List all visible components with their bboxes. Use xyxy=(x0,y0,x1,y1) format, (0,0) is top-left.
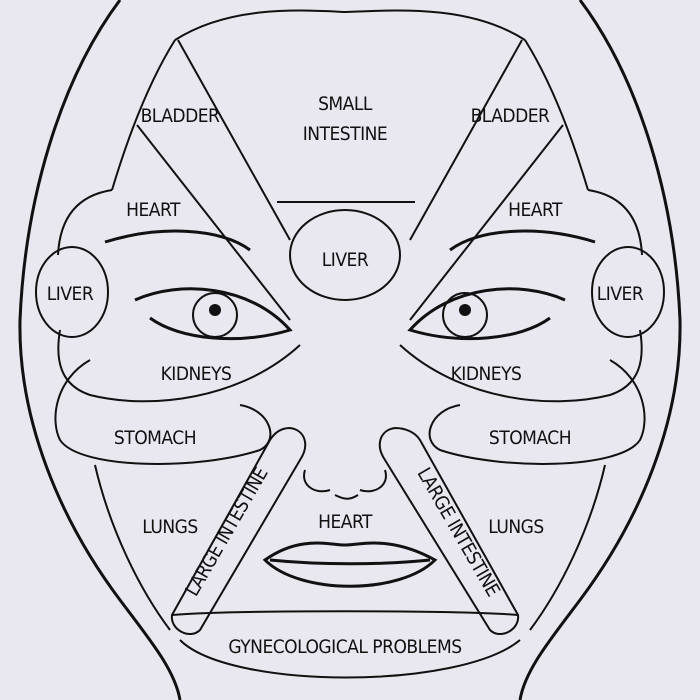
label-bladder-left: BLADDER xyxy=(141,105,220,127)
liver-right-region xyxy=(591,246,665,338)
face-outline xyxy=(18,0,682,700)
liver-center-region xyxy=(289,209,401,301)
label-liver-left: LIVER xyxy=(47,283,94,305)
label-lungs-right: LUNGS xyxy=(488,516,543,538)
label-liver-center: LIVER xyxy=(322,249,369,271)
heart-left-region xyxy=(57,189,301,403)
lungs-left-region xyxy=(94,464,171,631)
stomach-left-region xyxy=(54,359,272,465)
divider xyxy=(177,39,291,241)
label-gynecological: GYNECOLOGICAL PROBLEMS xyxy=(228,636,461,658)
large-intestine-left-band xyxy=(170,427,307,635)
heart-right-region xyxy=(399,189,643,403)
label-bladder-right: BLADDER xyxy=(471,105,550,127)
label-small-intestine: INTESTINE xyxy=(303,123,387,145)
label-kidneys-left: KIDNEYS xyxy=(161,363,232,385)
hairline xyxy=(174,9,526,41)
nose xyxy=(303,469,387,500)
label-small-intestine: SMALL xyxy=(318,93,373,115)
forehead-right-boundary xyxy=(524,39,589,191)
label-stomach-left: STOMACH xyxy=(114,427,196,449)
lips xyxy=(262,541,438,588)
large-intestine-right-band xyxy=(378,427,520,635)
forehead-left-boundary xyxy=(111,39,176,191)
eye-left xyxy=(134,287,293,341)
label-lungs-left: LUNGS xyxy=(142,516,197,538)
label-liver-right: LIVER xyxy=(597,283,644,305)
label-heart-lip: HEART xyxy=(318,511,373,533)
chin-region xyxy=(171,610,521,679)
divider xyxy=(409,39,523,241)
divider xyxy=(136,124,291,321)
lungs-right-region xyxy=(529,464,606,631)
eyebrow-right xyxy=(449,229,596,252)
label-stomach-right: STOMACH xyxy=(489,427,571,449)
label-heart-right: HEART xyxy=(508,199,563,221)
label-kidneys-right: KIDNEYS xyxy=(451,363,522,385)
label-heart-left: HEART xyxy=(126,199,181,221)
stomach-right-region xyxy=(428,359,646,465)
divider xyxy=(409,124,564,321)
eyebrow-left xyxy=(104,229,251,252)
eye-right xyxy=(407,287,566,341)
liver-left-region xyxy=(35,246,109,338)
